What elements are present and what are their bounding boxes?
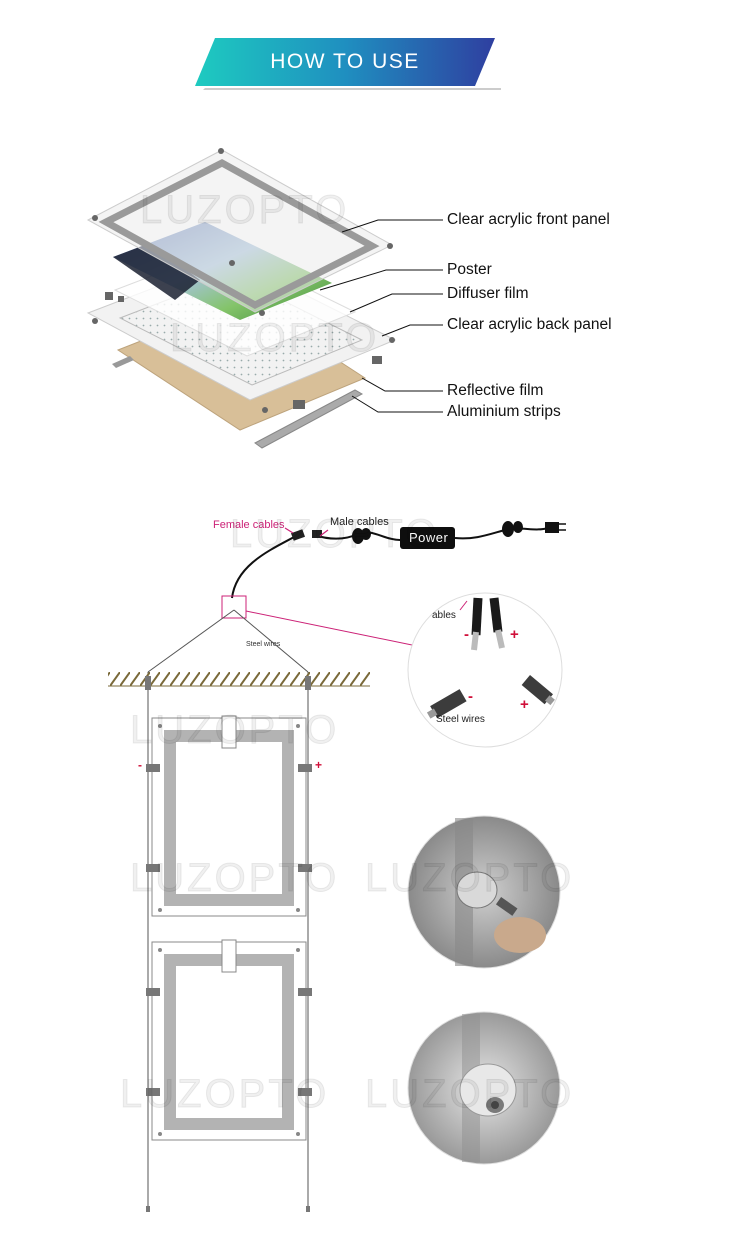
power-cable-assembly <box>231 521 566 599</box>
zoom-wire-plus-sign: + <box>520 696 529 713</box>
install-photo-circle-2 <box>407 1011 561 1165</box>
watermark: LUZOPTO <box>364 856 575 901</box>
zoom-connector-line <box>245 610 413 646</box>
label-clear-acrylic-front-panel: Clear acrylic front panel <box>447 211 610 228</box>
zoom-wire-minus-sign: - <box>468 688 473 705</box>
light-panel-top <box>151 715 307 917</box>
wire-clamps <box>145 676 312 1212</box>
watermark: LUZOPTO <box>229 512 440 557</box>
watermark: LUZOPTO <box>364 1072 575 1117</box>
page-title: HOW TO USE <box>270 50 420 73</box>
label-reflective-film: Reflective film <box>447 382 544 399</box>
panel-plus-sign: + <box>315 758 323 772</box>
label-clear-acrylic-back-panel: Clear acrylic back panel <box>447 316 612 333</box>
zoom-plus-sign: + <box>510 626 519 643</box>
watermark: LUZOPTO <box>119 1072 330 1117</box>
zoom-cables-label: ables <box>432 610 456 621</box>
aluminium-strip-right <box>254 389 364 449</box>
zoom-minus-sign: - <box>464 626 469 643</box>
header-banner: HOW TO USE <box>195 38 501 90</box>
aluminium-strip-left <box>112 356 134 368</box>
watermark: LUZOPTO <box>129 856 340 901</box>
label-poster: Poster <box>447 261 492 278</box>
power-adapter-label: Power <box>409 530 449 545</box>
steel-wires-label: Steel wires <box>246 641 281 648</box>
panel-minus-sign: - <box>138 758 142 772</box>
leader-lines <box>319 219 443 413</box>
power-adapter <box>400 527 455 549</box>
front-panel-frame <box>98 159 380 309</box>
zoom-steel-wires-label: Steel wires <box>436 714 485 725</box>
zoom-cables-circle <box>407 592 563 748</box>
steel-wires <box>147 609 309 1210</box>
label-diffuser-film: Diffuser film <box>447 285 529 302</box>
light-panel-bottom <box>151 939 307 1141</box>
watermark: LUZOPTO <box>169 316 380 361</box>
banner-shape <box>195 38 501 90</box>
label-aluminium-strips: Aluminium strips <box>447 403 561 420</box>
connection-highlight-box <box>221 595 247 619</box>
exploded-layers-diagram <box>86 148 443 449</box>
ceiling <box>108 672 370 686</box>
watermark: LUZOPTO <box>129 708 340 753</box>
plug <box>545 522 559 533</box>
screws <box>92 148 395 413</box>
install-photo-circle-1 <box>407 815 561 969</box>
male-cables-label: Male cables <box>330 516 389 528</box>
watermark: LUZOPTO <box>139 188 350 233</box>
poster-dark-strip <box>113 243 200 300</box>
female-cables-label: Female cables <box>213 519 285 531</box>
